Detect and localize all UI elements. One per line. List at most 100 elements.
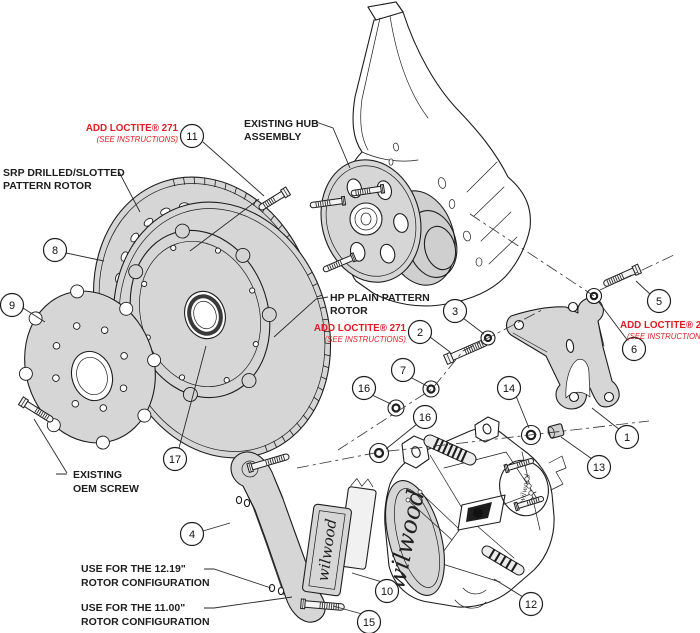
use-1100-label-1: USE FOR THE 11.00" [81, 602, 185, 614]
wheel-stud-thread [333, 263, 336, 268]
lower-tube-band [488, 548, 496, 560]
hub-bolt-thread [264, 201, 269, 207]
crossover-tube-band [437, 439, 445, 453]
anti-rattle-clip [548, 455, 567, 491]
callout-15: 15 [356, 609, 382, 633]
callout-2: 2 [407, 319, 433, 345]
rotor-hat [128, 223, 277, 402]
vane-tick [277, 224, 283, 230]
callout-number: 14 [503, 383, 515, 395]
callout-number: 13 [593, 462, 605, 474]
caliper-stud-thread [525, 460, 528, 465]
bracket-bolt-thread [463, 348, 468, 355]
caliper-stud-head [505, 464, 509, 473]
vane-tick [319, 306, 326, 309]
use-1219-label-1: USE FOR THE 12.19" [81, 563, 186, 575]
wheel-stud-thread [335, 262, 339, 267]
hat-scallop [128, 264, 144, 280]
hat-scallop [235, 247, 251, 263]
oem-screw-thread [46, 415, 50, 420]
caliper-crossover-tube [423, 434, 477, 466]
vane-tick [317, 386, 324, 391]
wheel-stud-thread [327, 265, 330, 271]
caliper-stud-head [515, 502, 519, 511]
vane-tick [324, 354, 331, 357]
vane-tick [289, 429, 294, 436]
callout-number: 9 [9, 300, 15, 312]
callout-number: 1 [624, 432, 630, 444]
bracket-stud [249, 454, 289, 470]
vane-tick [316, 294, 323, 298]
bracket-bolt-thread [608, 278, 612, 285]
washer-3 [483, 333, 493, 343]
adapter-hole [99, 404, 108, 412]
lower-tube-band [499, 555, 507, 566]
callout-16b: 16 [412, 404, 438, 430]
callout-number: 8 [52, 245, 58, 257]
bracket-stud-thread [278, 456, 281, 462]
crossover-tube-band [451, 445, 459, 459]
bracket-stud-thread [265, 460, 268, 466]
caliper-inner-boss [499, 459, 549, 517]
vane-tick [264, 444, 268, 452]
bracket-bolt [449, 340, 487, 360]
callout-number: 6 [631, 344, 637, 356]
hat-hole [223, 377, 230, 384]
adapter-hole [72, 322, 81, 330]
hat-hole [214, 247, 222, 254]
hat-hole [249, 287, 256, 294]
bracket-bolt-head [634, 265, 639, 275]
vane-tick [273, 440, 277, 448]
washer-16 [387, 399, 405, 417]
hp-rotor-label-1: HP PLAIN PATTERN [330, 292, 430, 304]
wheel-stud-head [381, 184, 384, 194]
caliper-outboard-band [385, 480, 445, 596]
wheel-stud-head [342, 196, 345, 206]
hub-bolt-thread [266, 200, 270, 206]
hat-adapter [18, 284, 162, 450]
washer-7 [426, 384, 436, 394]
hub-bolt-thread [268, 199, 272, 205]
hub-bolt-thread [262, 203, 267, 208]
hat-hole [170, 244, 177, 251]
lower-tube-band [510, 561, 518, 573]
wheel-studs [309, 183, 386, 273]
caliper-stud-thread [523, 461, 526, 466]
adapter-scallop [119, 301, 134, 316]
vane-tick [172, 178, 176, 187]
vane-tick [312, 283, 318, 287]
assembly-axis-lines [296, 213, 677, 469]
lower-tube-band [504, 558, 513, 570]
wheel-stud-head [351, 253, 356, 262]
vane-tick [270, 215, 275, 221]
callout-number: 7 [400, 365, 406, 377]
callout-12: 12 [518, 591, 544, 617]
vane-tick [308, 406, 315, 412]
callout-6: 6 [621, 336, 647, 362]
leader-lines [22, 121, 652, 615]
wheel-stud-thread [331, 263, 334, 269]
existing-hub-label-2: ASSEMBLY [244, 131, 301, 143]
bracket-bolt-thread [610, 278, 614, 284]
use-1100-label-2: ROTOR CONFIGURATION [81, 616, 210, 628]
callout-number: 3 [452, 306, 458, 318]
oem-screw-thread [34, 407, 38, 413]
vane-tick [320, 376, 327, 380]
adapter-hole [120, 352, 128, 360]
existing-hub-label-1: EXISTING HUB [244, 118, 319, 130]
callout-5: 5 [646, 288, 672, 314]
wheel-stud-thread [355, 190, 357, 195]
wheel-stud-thread [326, 200, 329, 206]
callout-number: 16 [358, 383, 370, 395]
adapter-scallop [147, 353, 162, 368]
adapter-scallops [18, 284, 162, 450]
text-labels: ADD LOCTITE® 271 (SEE INSTRUCTIONS) EXIS… [3, 118, 700, 628]
wheel-stud-thread [366, 188, 369, 194]
srp-rotor-label-2: PATTERN ROTOR [3, 180, 92, 192]
callout-4: 4 [179, 521, 205, 547]
bracket-stud-thread [282, 455, 286, 461]
hat-hole [141, 280, 148, 287]
oem-screw-thread [36, 409, 40, 414]
adapter-hole [119, 384, 128, 392]
wheel-stud-thread [362, 189, 364, 194]
